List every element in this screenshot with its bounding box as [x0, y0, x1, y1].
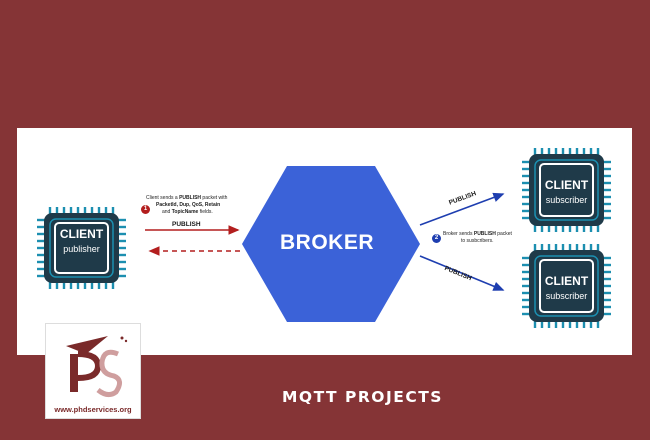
publish-note: Client sends a PUBLISH packet with Packe… — [144, 195, 244, 216]
note2-line2: to susbcribers. — [461, 238, 494, 244]
note2-text-a: Broker sends — [443, 231, 474, 237]
note1-line2: PacketId, Dup, QoS, Retain — [156, 202, 221, 208]
subscriber-2-subtitle: subscriber — [545, 291, 588, 301]
note2-text-b: PUBLISH — [473, 231, 496, 237]
publish-arrow-to-subscriber-1 — [419, 192, 505, 226]
publisher-title: CLIENT — [59, 227, 104, 241]
note1-text-c: packet with — [201, 195, 228, 201]
broker-label: BROKER — [279, 231, 374, 254]
subscriber-chip-2: CLIENT subscriber — [540, 275, 593, 302]
subscriber-1-subtitle: subscriber — [545, 195, 588, 205]
broker-note: Broker sends PUBLISH packet to susbcribe… — [443, 231, 525, 245]
logo-url: www.phdservices.org — [54, 405, 132, 414]
note2-text-c: packet — [495, 231, 512, 237]
publisher-chip-icon — [37, 207, 126, 289]
note1-text-d: and — [162, 209, 172, 215]
subscriber-1-title: CLIENT — [544, 178, 589, 192]
step-2-badge: 2 — [432, 234, 441, 243]
page-title: MQTT PROJECTS — [282, 388, 443, 406]
note1-text-f: fields. — [198, 209, 213, 215]
publish-label-left: PUBLISH — [172, 221, 201, 228]
subscriber-chip-1: CLIENT subscriber — [540, 179, 593, 206]
subscriber-2-title: CLIENT — [544, 274, 589, 288]
broker-hexagon — [242, 166, 420, 322]
subscriber-chip-icon-1 — [522, 148, 611, 232]
publisher-subtitle: publisher — [63, 244, 100, 254]
publisher-chip: CLIENT publisher — [55, 228, 108, 255]
note1-text-e: TopicName — [171, 209, 199, 215]
subscriber-chip-icon-2 — [522, 244, 611, 328]
ps-logo-icon — [66, 336, 128, 398]
phdservices-logo: www.phdservices.org — [45, 323, 141, 419]
publish-arrow-to-subscriber-2 — [419, 255, 505, 291]
note1-text-a: Client sends a — [146, 195, 180, 201]
step-1-badge: 1 — [141, 205, 150, 214]
note1-text-b: PUBLISH — [179, 195, 202, 201]
